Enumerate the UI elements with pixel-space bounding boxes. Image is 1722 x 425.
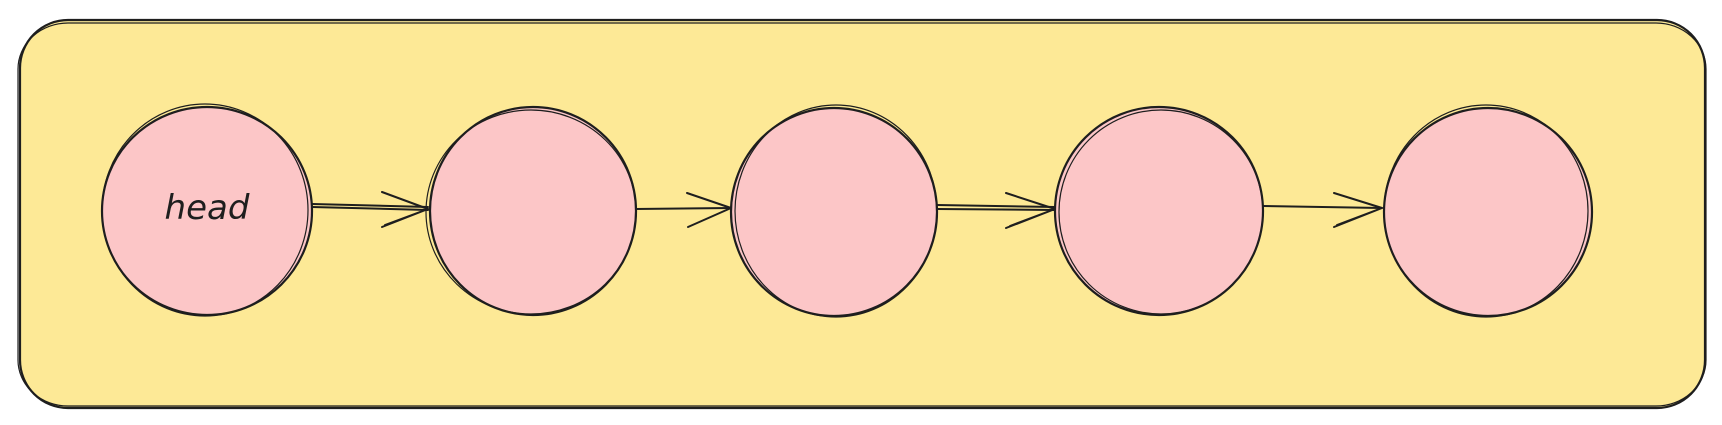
node-2-sketch — [425, 109, 637, 315]
node-3-sketch — [734, 104, 938, 318]
node-3 — [729, 104, 939, 318]
nodes: head — [100, 103, 1594, 318]
arrow-3-shaft — [936, 204, 1056, 211]
node-1: head — [100, 103, 314, 317]
arrow-1-head — [381, 191, 429, 228]
node-4 — [1053, 105, 1265, 317]
node-5-sketch — [1383, 104, 1589, 318]
node-1-sketch — [101, 103, 309, 317]
arrow-1 — [311, 191, 429, 228]
node-5 — [1382, 104, 1594, 318]
node-1-label: head — [165, 188, 250, 228]
edges — [311, 191, 1383, 229]
arrow-4-shaft — [1262, 205, 1383, 209]
arrow-4-head — [1333, 192, 1383, 228]
node-2 — [425, 105, 638, 317]
arrow-4 — [1262, 192, 1383, 228]
arrow-2-shaft — [634, 207, 732, 210]
node-4-sketch — [1058, 109, 1264, 315]
arrow-1-shaft — [311, 203, 429, 211]
container-sketch-stroke — [17, 22, 1707, 407]
